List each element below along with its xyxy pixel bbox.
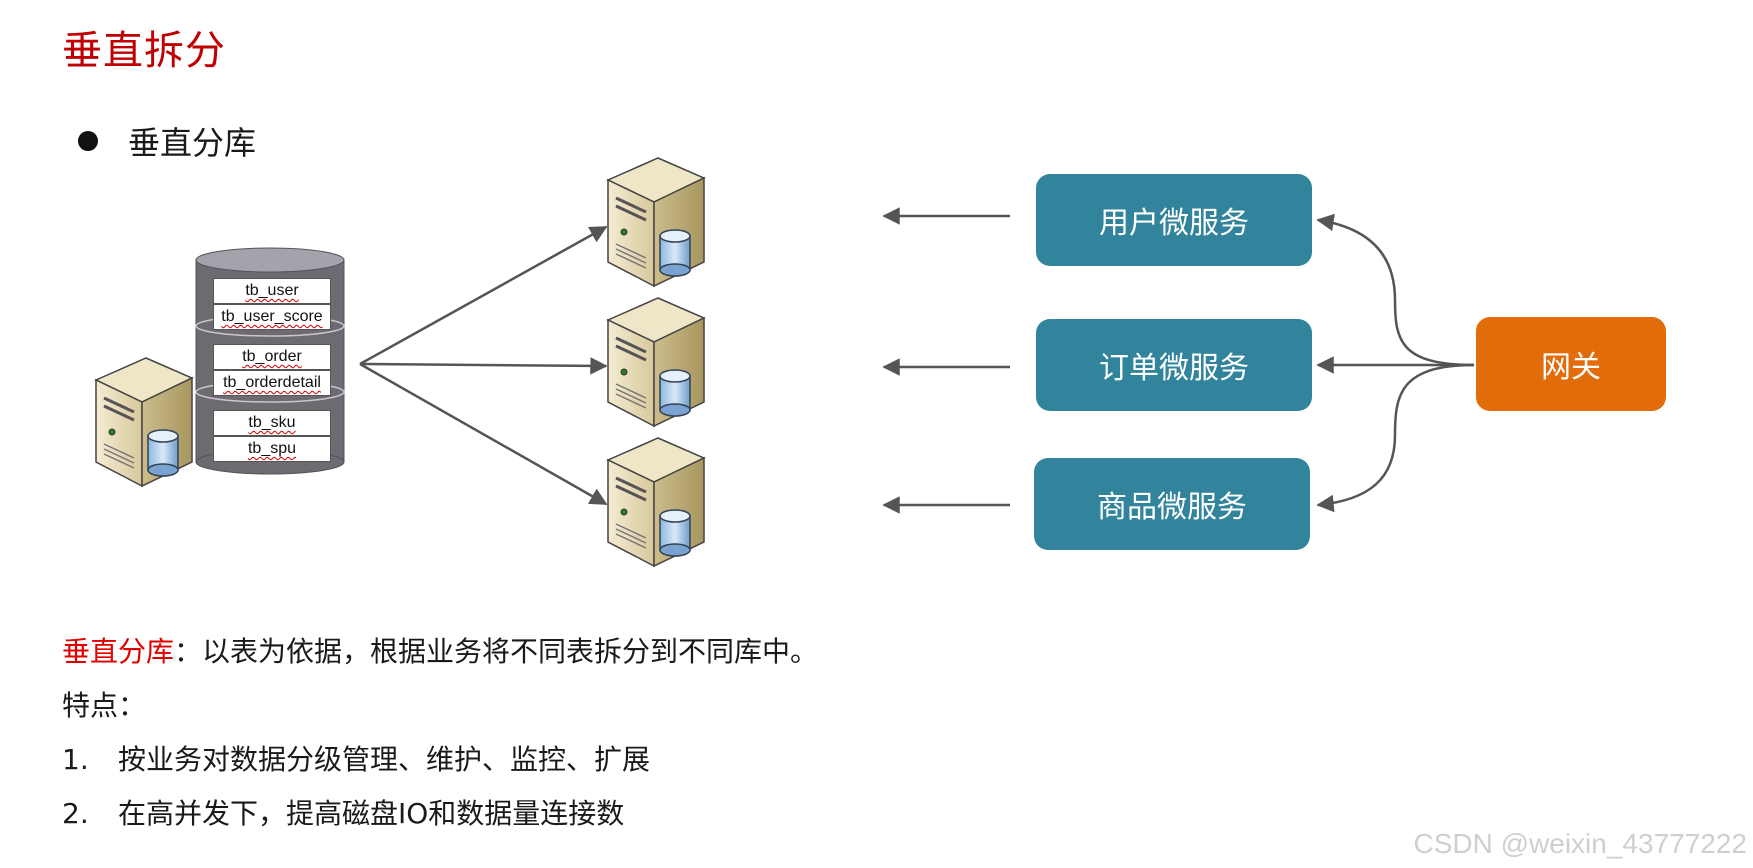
feature-text: 在高并发下，提高磁盘IO和数据量连接数 <box>118 797 625 830</box>
split-arrow-3 <box>359 362 608 506</box>
feature-item: 2. 在高并发下，提高磁盘IO和数据量连接数 <box>62 792 624 832</box>
watermark: CSDN @weixin_43777222 <box>1413 828 1748 859</box>
split-arrow-2 <box>359 357 608 375</box>
gateway-to-product-arrow <box>1316 363 1475 513</box>
table-label: tb_orderdetail <box>213 370 331 396</box>
target-server-2-icon <box>606 296 706 428</box>
features-label: 特点： <box>62 689 147 722</box>
table-label: tb_sku <box>213 410 331 436</box>
definition-term: 垂直分库 <box>62 635 175 668</box>
bullet-text: 垂直分库 <box>128 124 257 162</box>
feature-item: 1. 按业务对数据分级管理、维护、监控、扩展 <box>62 738 650 778</box>
definition-colon: ： <box>174 635 203 668</box>
table-label: tb_spu <box>213 436 331 462</box>
split-arrow-1 <box>359 225 608 366</box>
bullet-dot-icon <box>78 131 98 151</box>
page-title: 垂直拆分 <box>62 28 226 74</box>
table-label: tb_order <box>213 344 331 370</box>
definition-line: 垂直分库：以表为依据，根据业务将不同表拆分到不同库中。 <box>62 630 818 670</box>
order-service-box: 订单微服务 <box>1036 319 1312 411</box>
target-server-1-icon <box>606 156 706 288</box>
gateway-to-user-arrow <box>1316 213 1475 367</box>
feature-number: 2. <box>62 797 89 830</box>
definition-text: 以表为依据，根据业务将不同表拆分到不同库中。 <box>202 635 819 668</box>
source-server-icon <box>94 356 194 488</box>
feature-text: 按业务对数据分级管理、维护、监控、扩展 <box>118 743 651 776</box>
bullet-item: 垂直分库 <box>78 118 256 164</box>
user-service-box: 用户微服务 <box>1036 174 1312 266</box>
table-label: tb_user <box>213 278 331 304</box>
gateway-box: 网关 <box>1476 317 1666 411</box>
table-label: tb_user_score <box>213 304 331 330</box>
target-server-3-icon <box>606 436 706 568</box>
product-service-box: 商品微服务 <box>1034 458 1310 550</box>
feature-number: 1. <box>62 743 89 776</box>
